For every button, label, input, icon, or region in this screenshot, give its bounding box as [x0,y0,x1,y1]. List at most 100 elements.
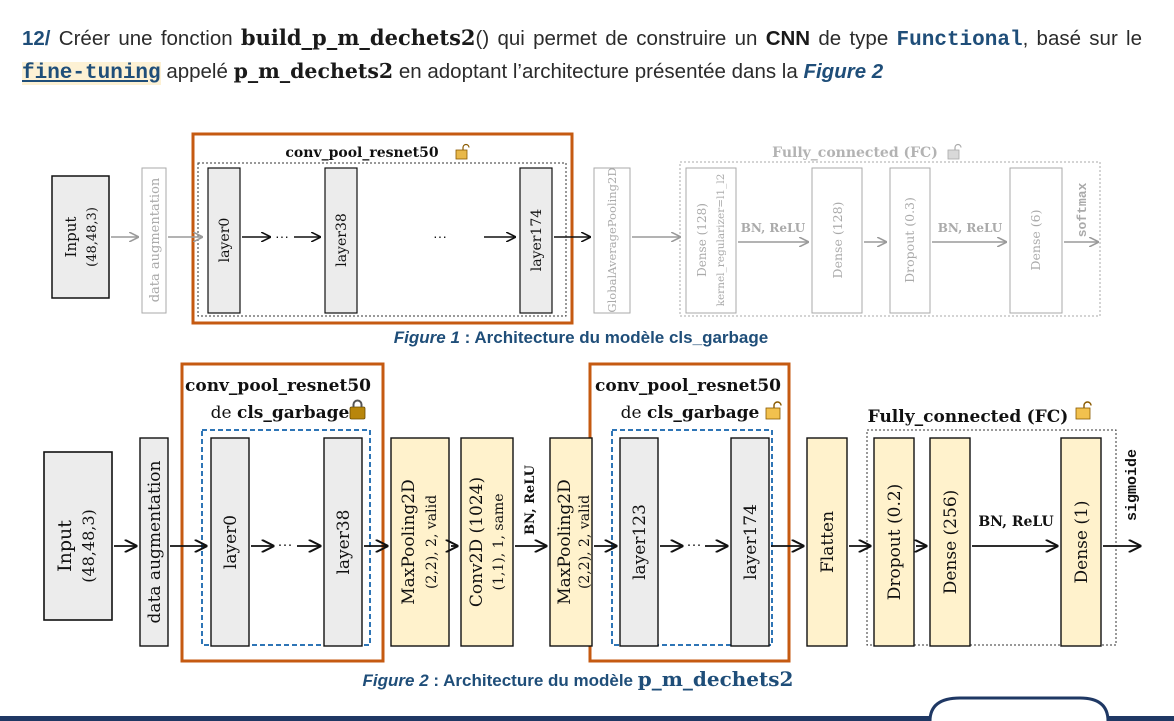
question-fragment: , basé sur le [1022,27,1143,50]
figure1-augmentation-label: data augmentation [148,177,163,302]
figure-reference: Figure 2 [803,60,884,83]
figure1-ellipsis: ··· [433,228,447,244]
figure1-dense128-reg-label: Dense (128) [695,203,709,277]
figure2-caption-ref: Figure 2 [363,671,430,690]
unlock-icon [947,143,962,160]
function-parens: () [475,27,490,50]
figure1-dense128-box [811,167,863,314]
figure2-maxpool1-label: MaxPooling2D [399,479,419,605]
figure2-caption-text: : Architecture du modèle [429,671,638,690]
figure2-layer38-box [323,437,363,647]
figure2-dense256-box [929,437,971,647]
figure2-bnrelu-label: BN, ReLU [978,514,1053,530]
figure1-augmentation-box [141,167,167,314]
figure2-dropout-box [873,437,915,647]
figure2-maxpool2-params: (2,2), 2, valid [577,495,593,589]
figure2-group2-label: conv_pool_resnet50 [595,376,781,396]
figure2-group1-sub: de cls_garbage [211,403,350,423]
figure2-input-label: Input [54,520,76,572]
figure1-dense128-label: Dense (128) [830,202,845,279]
figure2-layer123-label: layer123 [630,504,650,580]
figure1-resnet-dashed-group [197,162,567,317]
figure1-group-label: conv_pool_resnet50 [285,145,438,161]
figure-1: conv_pool_resnet50 Fully_connected (FC) … [51,132,1101,347]
figure2-caption-model: p_m_dechets2 [638,667,794,691]
figure2-dropout-label: Dropout (0.2) [885,484,905,601]
figure2-layer38-label: layer38 [334,510,354,575]
figure2-fc-label: Fully_connected (FC) [868,407,1069,427]
figure1-bnrelu-label: BN, ReLU [938,221,1003,235]
figure2-flatten-label: Flatten [818,511,838,573]
figure2-sigmoide-label: sigmoide [1124,449,1141,521]
figure2-resnet-frame-1 [180,362,385,663]
question-fragment: en adoptant l’architecture présentée dan… [393,60,804,83]
figure1-gap-box [593,167,631,314]
figure2-fc-name: Fully_connected [868,407,1022,427]
footer-tab [928,696,1110,721]
figure2-input-shape: (48,48,3) [79,509,98,583]
figure-2: conv_pool_resnet50 de cls_garbage conv_p… [43,362,1141,691]
model-name: p_m_dechets2 [233,59,394,83]
fine-tuning-keyword: fine-tuning [22,62,161,85]
figure1-fc-label: Fully_connected (FC) [772,145,938,161]
figure1-ellipsis: ··· [275,228,289,244]
figure2-group1-model: cls_garbage [237,403,350,423]
figure2-ellipsis: ··· [687,536,702,553]
figure1-input-box [51,175,110,299]
unlock-icon [1075,401,1092,420]
figure2-augmentation-box [139,437,169,647]
figure2-maxpool2-label: MaxPooling2D [555,479,575,605]
figure1-dense128-reg-param: kernel_regularizer=l1_l2 [715,174,727,307]
figure2-maxpool1-params: (2,2), 2, valid [424,495,440,589]
question-fragment: appelé [160,60,234,83]
figure2-resnet-dashed-2 [611,429,773,646]
question-text: 12/ Créer une fonction build_p_m_dechets… [22,22,1142,89]
figure2-group1-label: conv_pool_resnet50 [185,376,371,396]
figure1-dropout-box [889,167,931,314]
figure1-layer174-box [519,167,553,314]
figure2-augmentation-label: data augmentation [145,460,165,623]
figure2-flatten-box [806,437,848,647]
figure1-layer174-label: layer174 [529,209,545,272]
figure2-dense1-box [1060,437,1102,647]
figure1-input-shape: (48,48,3) [85,207,100,267]
question-fragment: qui permet de construire un [489,27,766,50]
figure2-group1-de: de [211,403,232,423]
question-number: 12/ [22,27,51,50]
functional-keyword: Functional [896,29,1023,52]
figure1-layer0-box [207,167,241,314]
figure2-fc-dashed-group [866,429,1117,646]
figure1-dense6-box [1009,167,1063,314]
figure1-softmax-label: softmax [1075,182,1090,237]
figure1-layer38-label: layer38 [334,213,350,267]
question-fragment: Créer une fonction [50,27,241,50]
figure2-layer174-box [730,437,770,647]
figure2-group2-model: cls_garbage [647,403,760,423]
figure2-fc-abbr: (FC) [1027,407,1069,427]
figure2-conv2d-label: Conv2D (1024) [467,477,487,607]
figure2-conv2d-params: (1,1), 1, same [491,494,507,591]
figure2-layer174-label: layer174 [741,504,761,580]
figure1-caption: Figure 1 : Architecture du modèle cls_ga… [394,328,768,347]
figure1-input-label: Input [62,217,80,258]
figure2-group2-de: de [621,403,642,423]
figure2-caption: Figure 2 : Architecture du modèle p_m_de… [363,667,794,691]
figure1-gap-label: GlobalAveragePooling2D [605,167,619,312]
figure1-resnet-frame [191,132,574,325]
figure2-input-box [43,451,113,621]
footer-bar [0,716,1174,721]
function-name: build_p_m_dechets2 [240,25,476,50]
figure1-caption-ref: Figure 1 [394,328,460,347]
figure1-caption-text: : Architecture du modèle cls_garbage [460,328,768,347]
figure2-dense1-label: Dense (1) [1072,501,1092,584]
figure2-layer123-box [619,437,659,647]
figure1-dropout-label: Dropout (0.3) [902,197,917,283]
figure2-layer0-label: layer0 [221,515,241,569]
figure2-group2-sub: de cls_garbage [621,403,760,423]
figure2-dense256-label: Dense (256) [941,490,961,595]
figure2-conv2d-box [460,437,514,647]
cnn-keyword: CNN [765,27,811,50]
figure1-layer38-box [324,167,358,314]
figure1-fc-dashed-group [679,161,1101,317]
